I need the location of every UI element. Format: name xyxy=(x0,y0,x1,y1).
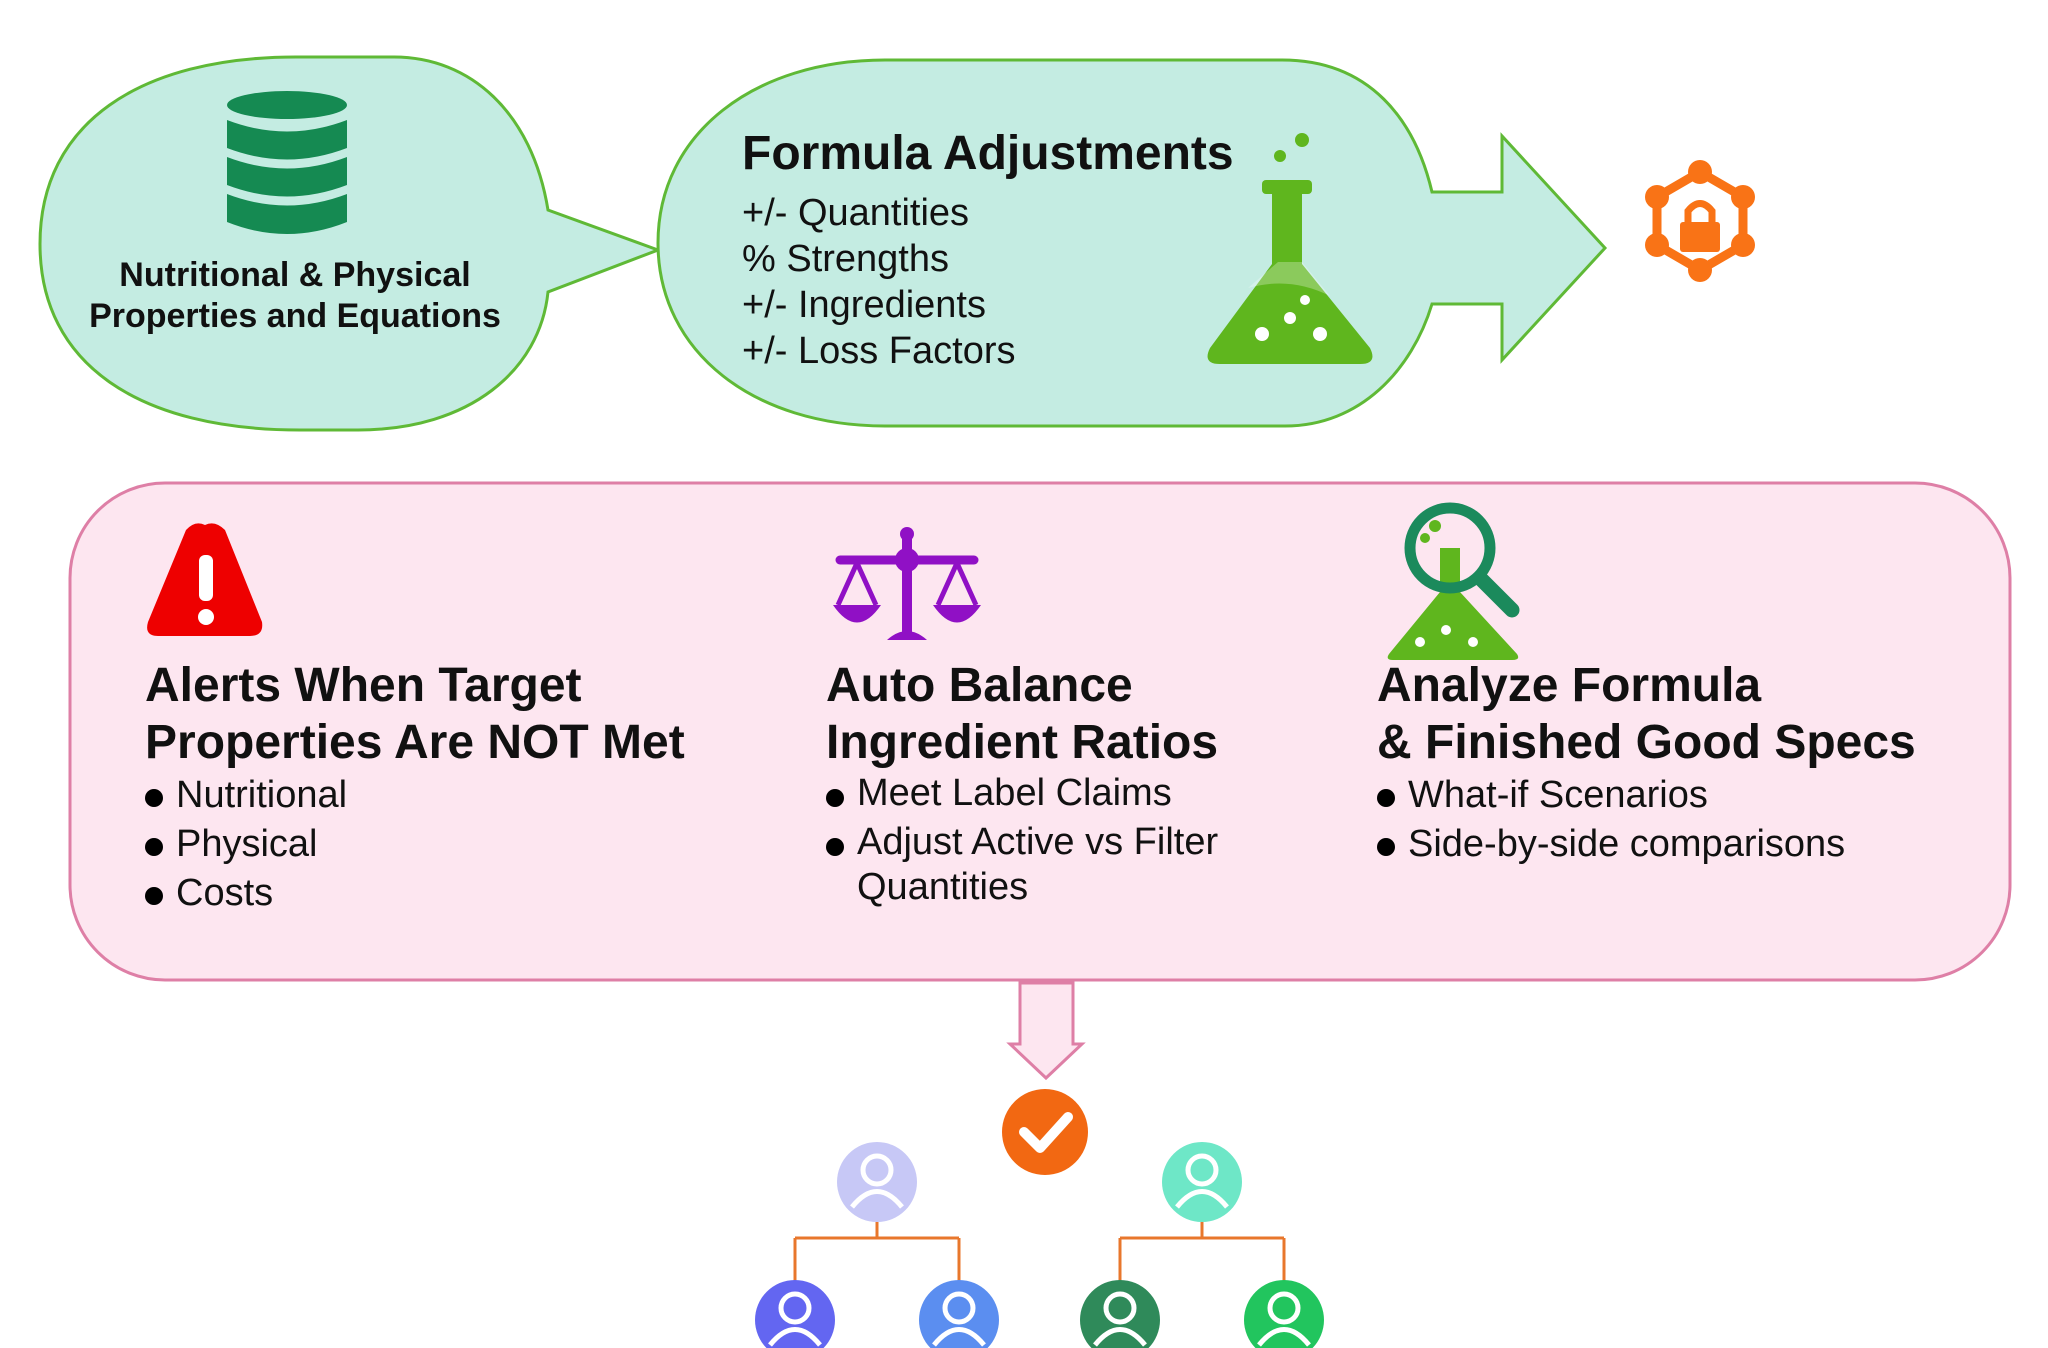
auto-balance-title-line: Ingredient Ratios xyxy=(826,716,1219,769)
analyze-title: Analyze Formula & Finished Good Specs xyxy=(1377,657,1916,771)
formula-adjustment-item: % Strengths xyxy=(742,238,949,280)
user-icon xyxy=(919,1280,999,1348)
auto-balance-title-line: Auto Balance xyxy=(826,659,1133,712)
analyze-title-line: Analyze Formula xyxy=(1377,659,1762,712)
auto-balance-title: Auto Balance Ingredient Ratios xyxy=(826,657,1218,771)
list-item: Nutritional xyxy=(143,771,347,820)
list-item: Side-by-side comparisons xyxy=(1375,820,1845,869)
analyze-title-line: & Finished Good Specs xyxy=(1377,716,1916,769)
alerts-title: Alerts When Target Properties Are NOT Me… xyxy=(145,657,685,771)
alerts-title-line: Properties Are NOT Met xyxy=(145,716,685,769)
flask-search-icon xyxy=(1387,502,1520,660)
database-label: Nutritional & Physical Properties and Eq… xyxy=(89,256,501,335)
formula-adjustments-title: Formula Adjustments xyxy=(742,127,1234,180)
user-icon xyxy=(1080,1280,1160,1348)
user-icon xyxy=(1162,1142,1242,1222)
auto-balance-list: Meet Label Claims Adjust Active vs Filte… xyxy=(824,771,1244,914)
scales-icon xyxy=(833,527,981,640)
down-arrow xyxy=(1006,981,1086,1081)
network-lock-icon xyxy=(1645,160,1755,282)
formula-adjustment-item: +/- Loss Factors xyxy=(742,330,1016,372)
list-item: Adjust Active vs Filter Quantities xyxy=(824,820,1244,910)
database-bubble xyxy=(38,55,663,432)
check-icon xyxy=(1002,1089,1088,1175)
formula-adjustment-item: +/- Ingredients xyxy=(742,284,986,326)
alerts-title-line: Alerts When Target xyxy=(145,659,582,712)
list-item: Physical xyxy=(143,820,347,869)
alerts-list: Nutritional Physical Costs xyxy=(143,771,347,918)
formula-adjustment-item: +/- Quantities xyxy=(742,192,970,234)
list-item: Costs xyxy=(143,869,347,918)
warning-icon xyxy=(147,523,263,636)
list-item: Meet Label Claims xyxy=(824,771,1244,816)
list-item: What-if Scenarios xyxy=(1375,771,1845,820)
flask-icon xyxy=(1207,133,1373,364)
user-icon xyxy=(1244,1280,1324,1348)
formula-adjustments-list: +/- Quantities % Strengths +/- Ingredien… xyxy=(742,190,1015,374)
analyze-list: What-if Scenarios Side-by-side compariso… xyxy=(1375,771,1845,869)
features-panel xyxy=(68,481,2012,982)
user-icon xyxy=(837,1142,917,1222)
formula-arrow-bubble xyxy=(656,58,1608,428)
team-connectors xyxy=(793,1222,1286,1285)
database-icon xyxy=(227,91,347,234)
user-icon xyxy=(755,1280,835,1348)
